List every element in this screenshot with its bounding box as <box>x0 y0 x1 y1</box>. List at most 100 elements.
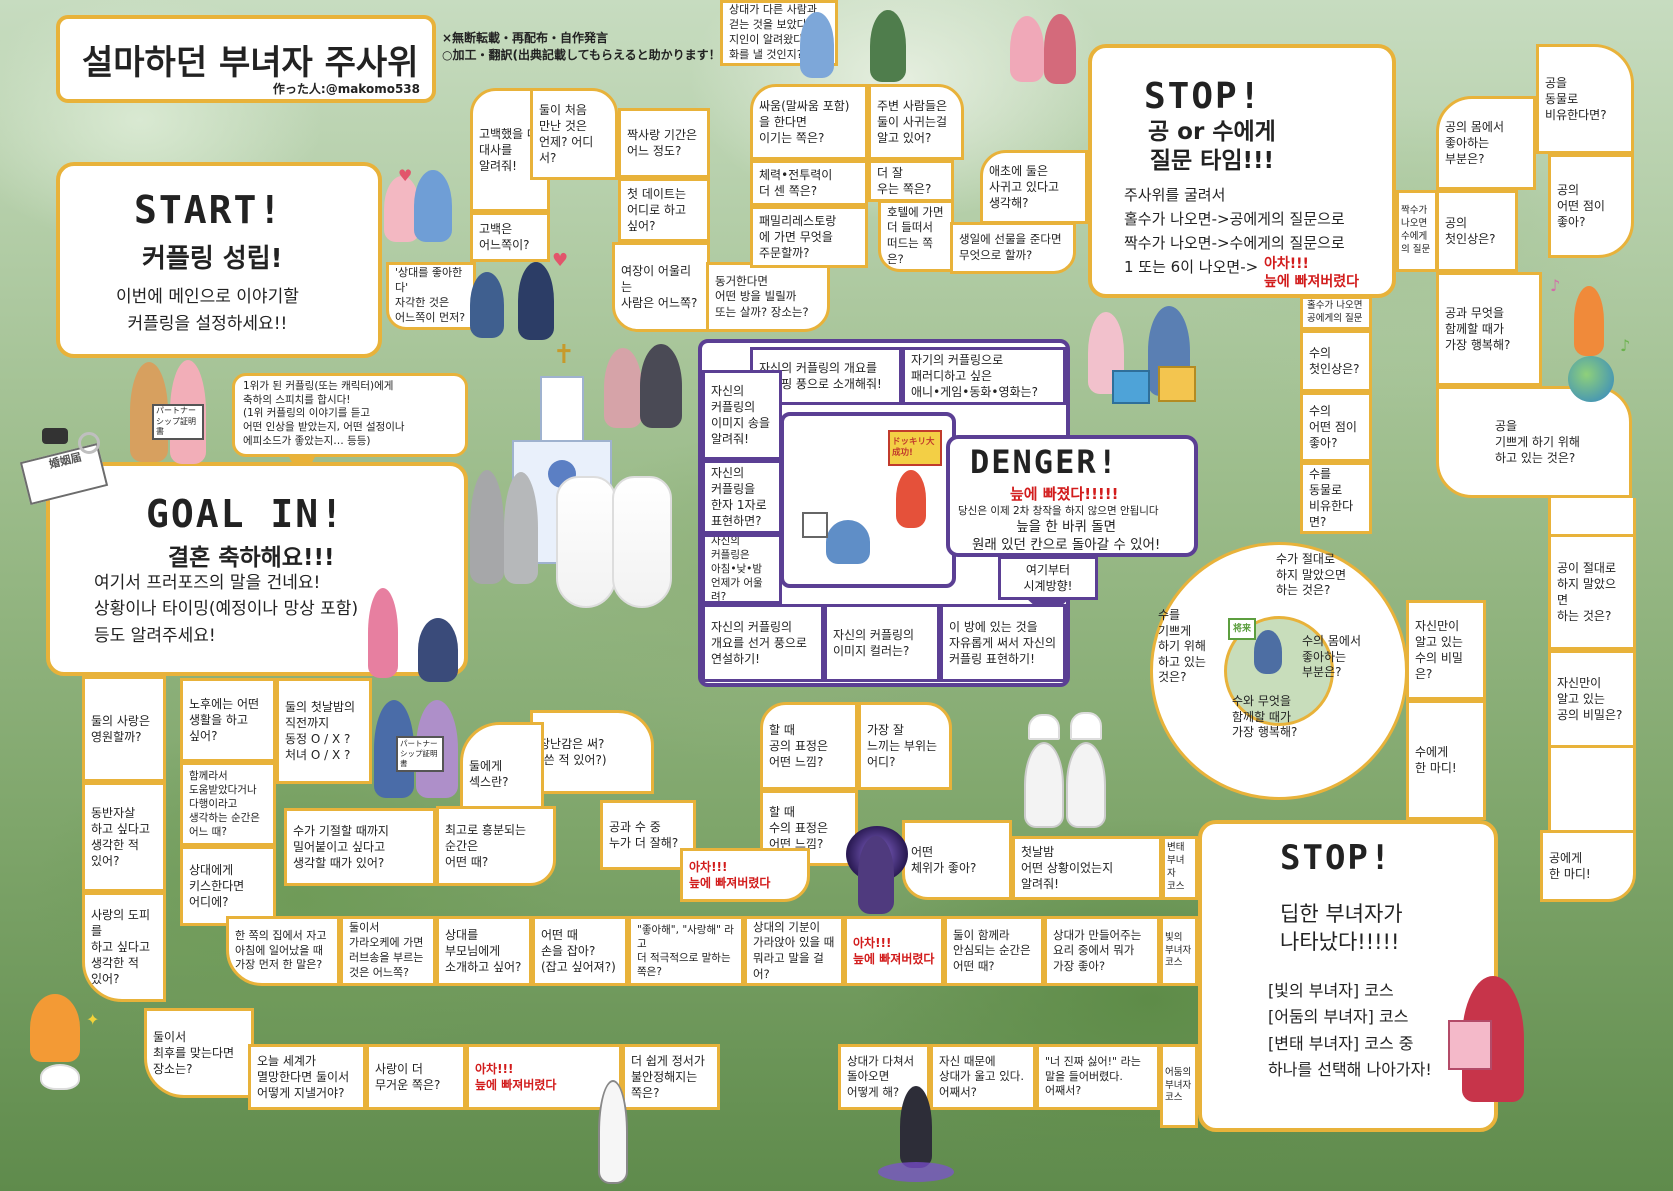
danger-cell[interactable]: 자신의 커플링의 이미지 송을 알려줘! <box>702 370 782 460</box>
board-cell[interactable]: 상대를 부모님에게 소개하고 싶어? <box>436 916 532 986</box>
board-cell[interactable]: 빛의 부녀자 코스 <box>1160 916 1198 986</box>
game-title: 설마하던 부녀자 주사위 <box>82 43 419 83</box>
board-cell[interactable]: 둘이 처음 만난 것은 언제? 어디서? <box>530 88 618 180</box>
board-cell[interactable]: 사랑이 더 무거운 쪽은? <box>366 1044 466 1110</box>
board-cell[interactable]: 아차!!! 늪에 빠져버렸다 <box>466 1044 622 1110</box>
danger-cell[interactable]: 이 방에 있는 것을 자유롭게 써서 자신의 커플링 표현하기! <box>940 604 1066 682</box>
board-cell[interactable]: 공의 첫인상은? <box>1436 190 1518 272</box>
danger-cell[interactable]: 자기의 커플링으로 패러디하고 싶은 애니•게임•동화•영화는? <box>902 347 1066 405</box>
ring-icon <box>78 432 100 454</box>
board-cell[interactable]: "너 진짜 싫어!" 라는 말을 들어버렸다. 어째서? <box>1036 1044 1160 1110</box>
confession-illustration <box>470 272 504 338</box>
board-cell[interactable]: 오늘 세계가 멸망한다면 둘이서 어떻게 지낼거야? <box>248 1044 366 1110</box>
board-cell[interactable]: 체력•전투력이 더 센 쪽은? <box>750 160 868 206</box>
board-cell[interactable]: 공과 무엇을 함께할 때가 가장 행복해? <box>1436 272 1542 386</box>
board-cell[interactable]: 둘이서 가라오케에 가면 러브송을 부르는 것은 어느쪽? <box>340 916 436 986</box>
board-cell[interactable]: 수와 무엇을 함께할 때가 가장 행복해? <box>1232 694 1298 740</box>
board-cell[interactable]: 수에게 한 마디! <box>1406 700 1486 820</box>
kissing-couple-illustration <box>1010 16 1044 82</box>
board-cell[interactable]: 고백은 어느쪽이? <box>470 212 550 262</box>
danger-cell[interactable]: 자신의 커플링의 이미지 컬러는? <box>824 604 940 682</box>
board-cell[interactable]: 애초에 둘은 사귀고 있다고 생각해? <box>980 150 1088 224</box>
board-cell[interactable]: 최고로 흥분되는 순간은 어떤 때? <box>436 806 556 886</box>
board-cell[interactable]: 동반자살 하고 싶다고 생각한 적 있어? <box>82 782 166 892</box>
board-cell[interactable]: 공을 동물로 비유한다면? <box>1536 44 1634 154</box>
suu-loop-hole <box>1224 616 1334 726</box>
danger-direction: 여기부터 시계방향! <box>998 556 1098 600</box>
board-cell[interactable]: 가장 잘 느끼는 부위는 어디? <box>858 702 952 790</box>
board-cell[interactable]: 둘이 함께라 안심되는 순간은 어떤 때? <box>944 916 1044 986</box>
board-cell[interactable]: 싸움(말싸움 포함) 을 한다면 이기는 쪽은? <box>750 84 868 160</box>
board-cell[interactable]: 더 쉽게 정서가 불안정해지는 쪽은? <box>622 1044 720 1110</box>
board-cell[interactable]: 어떤 때 손을 잡아? (잡고 싶어져?) <box>532 916 628 986</box>
kneeling-man-illustration <box>418 618 458 682</box>
board-cell[interactable]: 수의 어떤 점이 좋아? <box>1300 392 1372 462</box>
board-cell[interactable]: 패밀리레스토랑 에 가면 무엇을 주문할까? <box>750 206 868 268</box>
board-cell[interactable]: 주변 사람들은 둘이 사귀는걸 알고 있어? <box>868 84 964 160</box>
board-cell[interactable]: 수를 동물로 비유한다면? <box>1300 462 1372 534</box>
board-cell[interactable]: 수의 첫인상은? <box>1300 330 1372 392</box>
board-cell[interactable]: 노후에는 어떤 생활을 하고 싶어? <box>180 678 276 762</box>
board-cell[interactable]: 호텔에 가면 더 들떠서 떠드는 쪽은? <box>878 200 954 272</box>
heart-icon: ♥ <box>398 166 413 185</box>
board-cell[interactable]: 어떤 체위가 좋아? <box>902 820 1012 900</box>
board-cell[interactable]: 수가 절대로 하지 말았으면 하는 것은? <box>1276 552 1347 598</box>
music-note-icon: ♪ <box>1620 336 1631 355</box>
track-connector <box>1548 748 1636 830</box>
board-cell[interactable]: 더 잘 우는 쪽은? <box>868 160 954 202</box>
danger-cell[interactable]: 자신의 커플링을 한자 1자로 표현하면? <box>702 460 782 534</box>
track-connector <box>1548 498 1636 534</box>
board-cell[interactable]: 공의 몸에서 좋아하는 부분은? <box>1436 96 1536 190</box>
board-cell[interactable]: 공의 어떤 점이 좋아? <box>1548 154 1634 258</box>
stop-alert-1: 아차!!! 늪에 빠져버렸다 <box>1264 256 1360 290</box>
board-cell[interactable]: 짝사랑 기간은 어느 정도? <box>618 108 710 178</box>
dokkiri-sign: ドッキリ大成功! <box>888 430 942 466</box>
board-cell[interactable]: 한 쪽의 집에서 자고 아침에 일어났을 때 가장 먼저 한 말은? <box>226 916 340 986</box>
prankster-illustration <box>896 470 926 528</box>
stop-line-4: 1 또는 6이 나오면-> <box>1124 258 1259 276</box>
board-cell[interactable]: 아차!!! 늪에 빠져버렸다 <box>844 916 944 986</box>
sparkle-icon: ✦ <box>86 1010 100 1029</box>
danger-cell[interactable]: 자신의 커플링은 아침•낮•밤 언제가 어울려? <box>702 534 782 604</box>
board-cell[interactable]: 자신만이 알고 있는 수의 비밀은? <box>1406 600 1486 700</box>
board-cell[interactable]: 둘의 사랑은 영원할까? <box>82 676 166 782</box>
board-cell[interactable]: 둘이서 최후를 맞는다면 장소는? <box>144 1008 254 1098</box>
music-note-icon: ♪ <box>1550 276 1561 295</box>
danger-cell[interactable]: 자신의 커플링의 개요를 선거 풍으로 연설하기! <box>702 604 824 682</box>
board-cell[interactable]: 변태 부녀자 코스 <box>1162 836 1198 900</box>
groom-illustration <box>470 470 504 584</box>
board-cell[interactable]: 첫날밤 어떤 상황이었는지 알려줘! <box>1012 836 1162 900</box>
board-cell[interactable]: 아차!!! 늪에 빠져버렸다 <box>680 848 810 902</box>
board-cell[interactable]: 장난감은 써? (쓴 적 있어?) <box>530 710 654 794</box>
board-cell[interactable]: 첫 데이트는 어디로 하고 싶어? <box>618 178 710 242</box>
board-cell[interactable]: 상대가 다쳐서 돌아오면 어떻게 해? <box>838 1044 930 1110</box>
board-cell[interactable]: 둘의 첫날밤의 직전까지 동정 O / X ? 처녀 O / X ? <box>276 678 372 784</box>
start-heading: START! <box>134 188 284 232</box>
board-cell[interactable]: '상대를 좋아한다' 자각한 것은 어느쪽이 먼저? <box>386 262 476 330</box>
board-cell[interactable]: 여장이 어울리는 사람은 어느쪽? <box>612 242 710 332</box>
certificate-label: 婚姻届 <box>47 450 83 472</box>
board-cell[interactable]: 상대가 만들어주는 요리 중에서 뭐가 가장 좋아? <box>1044 916 1160 986</box>
board-cell[interactable]: "좋아해", "사랑해" 라고 더 적극적으로 말하는 쪽은? <box>628 916 744 986</box>
board-cell[interactable]: 수를 기쁘게 하기 위해 하고 있는 것은? <box>1158 608 1206 685</box>
board-cell[interactable]: 공을 기쁘게 하기 위해 하고 있는 것은? <box>1436 386 1632 498</box>
board-cell[interactable]: 공에게 한 마디! <box>1540 830 1636 902</box>
board-cell[interactable]: 수의 몸에서 좋아하는 부분은? <box>1302 634 1362 680</box>
board-cell[interactable]: 홀수가 나오면 공에게의 질문 <box>1300 296 1372 330</box>
stop-heading-2: STOP! <box>1280 838 1393 878</box>
board-cell[interactable]: 함께라서 도움받았다거나 다행이라고 생각하는 순간은 어느 때? <box>180 762 276 846</box>
board-cell[interactable]: 상대의 기분이 가라앉아 있을 때 뭐라고 말을 걸어? <box>744 916 844 986</box>
board-cell[interactable]: 공이 절대로 하지 말았으면 하는 것은? <box>1548 534 1636 650</box>
board-cell[interactable]: 상대에게 키스한다면 어디에? <box>180 846 276 926</box>
board-cell[interactable]: 동거한다면 어떤 방을 빌릴까 또는 살까? 장소는? <box>706 262 830 332</box>
board-cell[interactable]: 짝수가 나오면 수에게의 질문 <box>1396 190 1438 272</box>
board-cell[interactable]: 사랑의 도피를 하고 싶다고 생각한 적 있어? <box>82 892 166 1002</box>
board-cell[interactable]: 자신 때문에 상대가 울고 있다. 어째서? <box>930 1044 1036 1110</box>
board-cell[interactable]: 생일에 선물을 준다면 무엇으로 할까? <box>950 222 1076 274</box>
course-options: [빛의 부녀자] 코스 [어둠의 부녀자] 코스 [변태 부녀자] 코스 중 하… <box>1268 981 1432 1080</box>
dark-aura-illustration <box>900 1086 932 1168</box>
board-cell[interactable]: 자신만이 알고 있는 공의 비밀은? <box>1548 650 1636 748</box>
board-cell[interactable]: 어둠의 부녀자 코스 <box>1160 1044 1198 1128</box>
board-cell[interactable]: 수가 기절할 때까지 밀어붙이고 싶다고 생각할 때가 있어? <box>284 808 436 886</box>
board-cell[interactable]: 할 때 공의 표정은 어떤 느낌? <box>760 702 858 790</box>
